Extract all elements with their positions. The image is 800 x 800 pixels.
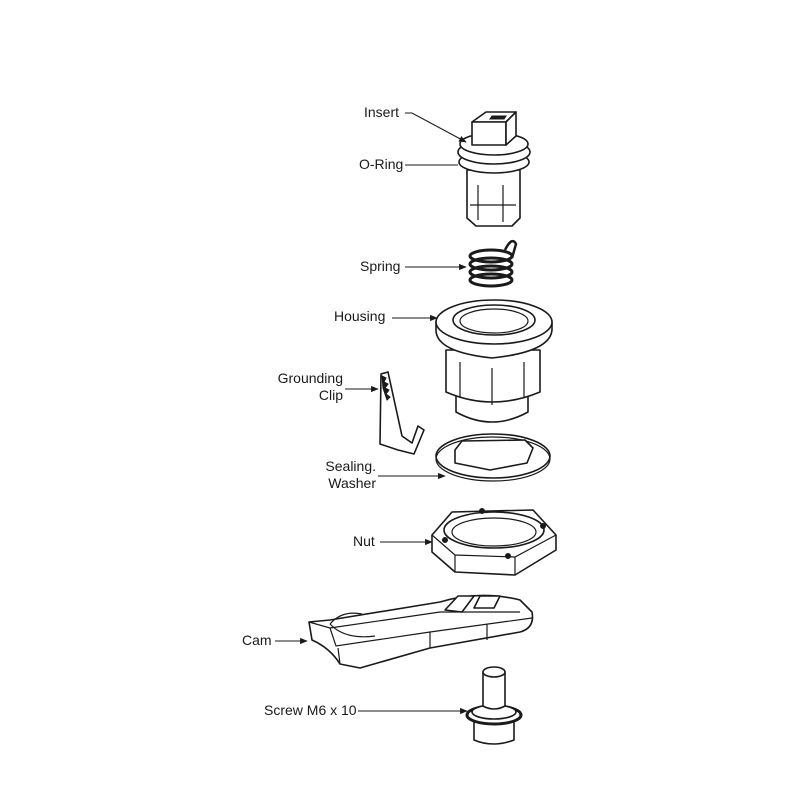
insert-label: Insert [364, 104, 400, 120]
spring-part-icon [468, 239, 518, 288]
cam-label: Cam [242, 632, 272, 648]
cam-part-icon [308, 594, 534, 669]
nut-label: Nut [353, 533, 375, 549]
grounding-clip-part-icon [379, 371, 425, 455]
grounding-clip-label-line2: Clip [318, 387, 343, 403]
screw-part-icon [465, 666, 523, 745]
o-ring-label: O-Ring [359, 156, 404, 172]
insert-leader-line [405, 112, 467, 143]
housing-label: Housing [334, 308, 386, 324]
grounding-clip-label: Grounding Clip [275, 370, 343, 404]
grounding-clip-label-line1: Grounding [277, 370, 343, 386]
sealing-washer-label-line1: Sealing. [325, 458, 376, 474]
sealing-washer-label-line2: Washer [328, 475, 376, 491]
spring-label: Spring [360, 258, 401, 274]
nut-part-icon [431, 508, 557, 576]
sealing-washer-part-icon [435, 433, 551, 482]
insert-part-icon [457, 111, 531, 227]
screw-label: Screw M6 x 10 [264, 702, 357, 718]
sealing-washer-label: Sealing. Washer [320, 458, 376, 492]
housing-part-icon [435, 299, 553, 423]
